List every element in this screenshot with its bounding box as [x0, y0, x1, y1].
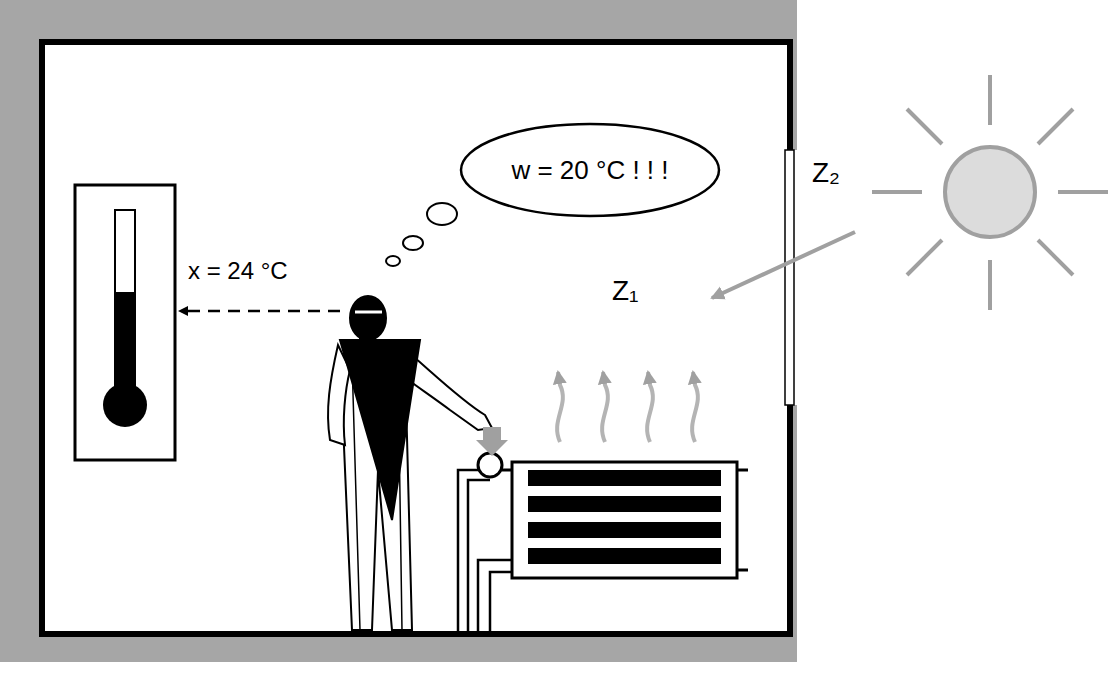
window-gap [783, 150, 797, 405]
sun [872, 75, 1108, 310]
window [785, 150, 794, 405]
room [42, 42, 790, 634]
sunlight-arrow [712, 232, 855, 298]
setpoint-text: w = 20 °C ! ! ! [511, 155, 668, 186]
thermometer [75, 185, 175, 460]
thought-bubble: w = 20 °C ! ! ! [459, 122, 721, 218]
thought-bubbles [386, 203, 457, 266]
disturbance-label: Z₂ [812, 158, 840, 189]
heat-arrows [557, 372, 698, 442]
gaze-arrow [180, 310, 340, 313]
wall [0, 0, 797, 662]
measured-value: x = 24 °C [188, 258, 288, 284]
disturbance-label: Z₁ [612, 276, 639, 307]
radiator [458, 453, 748, 632]
valve-arrow [476, 427, 508, 456]
